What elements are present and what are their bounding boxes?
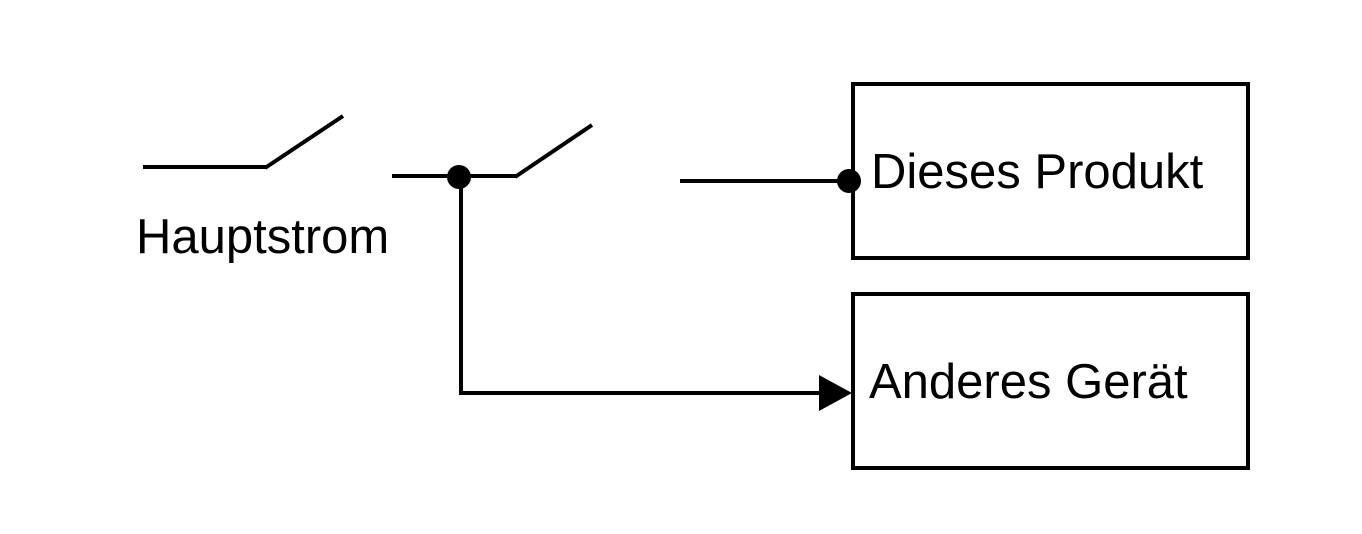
other-device-box <box>851 292 1250 470</box>
main-power-switch <box>143 114 345 170</box>
this-product-label: Dieses Produkt <box>871 145 1204 199</box>
product-connection-dot <box>837 169 861 193</box>
other-device-feed-wire <box>459 177 822 395</box>
this-product-box <box>851 82 1250 260</box>
arrow-head-icon <box>819 375 852 411</box>
main-switch-blade <box>263 114 345 170</box>
product-switch <box>392 123 594 179</box>
product-switch-blade <box>513 123 594 179</box>
other-device-label: Anderes Gerät <box>869 355 1188 409</box>
main-power-label: Hauptstrom <box>136 210 389 264</box>
